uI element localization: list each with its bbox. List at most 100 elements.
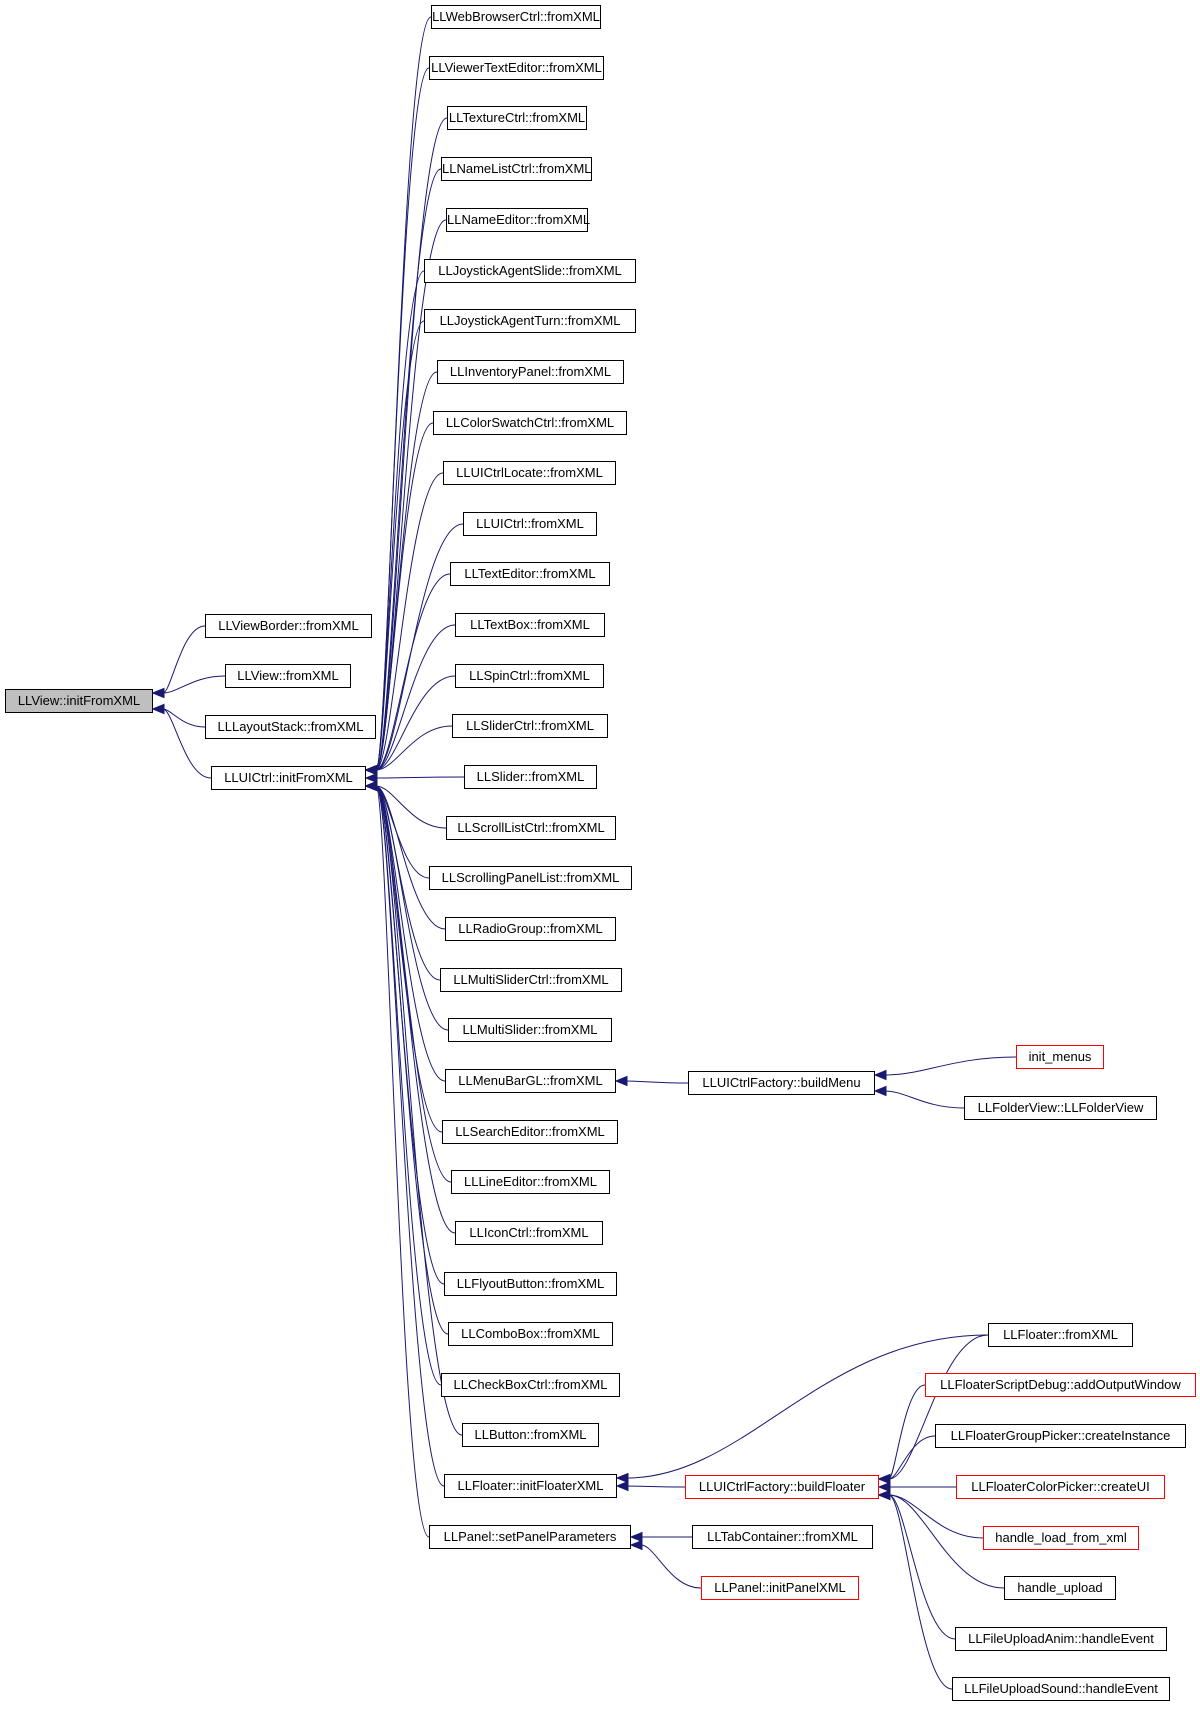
arrowhead (629, 1539, 643, 1551)
node-llfolderview-llfolderview[interactable]: LLFolderView::LLFolderView (964, 1096, 1157, 1120)
node-llbutton-fromxml[interactable]: LLButton::fromXML (462, 1423, 599, 1447)
node-llfileuploadsound-handleevent[interactable]: LLFileUploadSound::handleEvent (952, 1677, 1170, 1701)
arrowhead (873, 1085, 887, 1097)
call-edge (626, 1485, 686, 1488)
node-llspinctrl-fromxml[interactable]: LLSpinCtrl::fromXML (455, 664, 604, 688)
call-edge (375, 785, 447, 829)
node-lltexturectrl-fromxml[interactable]: LLTextureCtrl::fromXML (447, 106, 587, 130)
call-edge (375, 785, 456, 1234)
node-llfloater-initfloaterxml[interactable]: LLFloater::initFloaterXML (444, 1474, 617, 1498)
call-edge (375, 776, 465, 779)
call-edge (888, 1435, 936, 1480)
node-lluictrl-fromxml[interactable]: LLUICtrl::fromXML (463, 512, 597, 536)
call-edge (375, 725, 453, 771)
call-edge (888, 1494, 1005, 1589)
arrowhead (873, 1069, 887, 1081)
node-llmultisliderctrl-fromxml[interactable]: LLMultiSliderCtrl::fromXML (440, 968, 622, 992)
arrowhead (877, 1473, 891, 1485)
arrowhead (614, 1075, 628, 1087)
call-edge (375, 675, 456, 771)
call-edge (375, 573, 451, 771)
node-lluictrllocate-fromxml[interactable]: LLUICtrlLocate::fromXML (443, 461, 616, 485)
call-edge (640, 1544, 702, 1589)
call-edge (375, 523, 464, 771)
arrowhead (151, 703, 165, 715)
call-edge (888, 1494, 956, 1640)
node-llinventorypanel-fromxml[interactable]: LLInventoryPanel::fromXML (437, 360, 624, 384)
node-llpanel-setpanelparameters[interactable]: LLPanel::setPanelParameters (429, 1525, 631, 1549)
call-edge (375, 785, 430, 1538)
node-llscrollingpanellist-fromxml[interactable]: LLScrollingPanelList::fromXML (429, 866, 632, 890)
node-llviewertexteditor-fromxml[interactable]: LLViewerTextEditor::fromXML (429, 56, 604, 80)
call-edge (888, 1494, 953, 1690)
arrowhead (364, 764, 378, 776)
arrowhead (364, 780, 378, 792)
call-edge (162, 625, 206, 694)
node-lljoystickagentslide-fromxml[interactable]: LLJoystickAgentSlide::fromXML (424, 259, 636, 283)
arrowhead (877, 1489, 891, 1501)
call-edge (375, 472, 444, 771)
node-llnameeditor-fromxml[interactable]: LLNameEditor::fromXML (446, 208, 590, 232)
node-llslider-fromxml[interactable]: LLSlider::fromXML (464, 765, 597, 789)
call-edge (375, 785, 449, 1031)
node-llmenubargl-fromxml[interactable]: LLMenuBarGL::fromXML (445, 1069, 616, 1093)
node-lltextbox-fromxml[interactable]: LLTextBox::fromXML (455, 613, 605, 637)
call-edge (375, 422, 434, 771)
call-edge (375, 16, 432, 771)
node-lltabcontainer-fromxml[interactable]: LLTabContainer::fromXML (692, 1525, 873, 1549)
arrowhead (629, 1531, 643, 1543)
call-edge (375, 624, 456, 771)
node-llfloatercolorpicker-createui[interactable]: LLFloaterColorPicker::createUI (956, 1475, 1165, 1499)
node-lluictrl-initfromxml[interactable]: LLUICtrl::initFromXML (211, 766, 366, 790)
node-init-menus[interactable]: init_menus (1016, 1045, 1104, 1069)
node-lliconctrl-fromxml[interactable]: LLIconCtrl::fromXML (455, 1221, 603, 1245)
call-edge (375, 785, 445, 1487)
arrowhead (364, 772, 378, 784)
arrowhead (877, 1481, 891, 1493)
node-lllineeditor-fromxml[interactable]: LLLineEditor::fromXML (451, 1170, 610, 1194)
call-edge (888, 1384, 926, 1480)
call-edge (888, 1334, 989, 1480)
node-handle-upload[interactable]: handle_upload (1004, 1576, 1116, 1600)
node-llflyoutbutton-fromxml[interactable]: LLFlyoutButton::fromXML (444, 1272, 617, 1296)
node-llfloater-fromxml[interactable]: LLFloater::fromXML (988, 1323, 1133, 1347)
node-llcheckboxctrl-fromxml[interactable]: LLCheckBoxCtrl::fromXML (441, 1373, 620, 1397)
node-llnamelistctrl-fromxml[interactable]: LLNameListCtrl::fromXML (441, 157, 592, 181)
call-edge (162, 708, 212, 779)
call-edge (162, 708, 206, 728)
arrowhead (615, 1480, 629, 1492)
node-llscrolllistctrl-fromxml[interactable]: LLScrollListCtrl::fromXML (446, 816, 616, 840)
node-lllayoutstack-fromxml[interactable]: LLLayoutStack::fromXML (205, 715, 376, 739)
call-edge (625, 1080, 689, 1084)
node-llsearcheditor-fromxml[interactable]: LLSearchEditor::fromXML (442, 1120, 618, 1144)
node-llfileuploadanim-handleevent[interactable]: LLFileUploadAnim::handleEvent (955, 1627, 1167, 1651)
node-llmultislider-fromxml[interactable]: LLMultiSlider::fromXML (448, 1018, 612, 1042)
node-llview-fromxml[interactable]: LLView::fromXML (225, 664, 351, 688)
node-llview-initfromxml[interactable]: LLView::initFromXML (5, 689, 153, 713)
node-llcombobox-fromxml[interactable]: LLComboBox::fromXML (448, 1322, 613, 1346)
node-llcolorswatchctrl-fromxml[interactable]: LLColorSwatchCtrl::fromXML (433, 411, 627, 435)
node-handle-load-from-xml[interactable]: handle_load_from_xml (983, 1526, 1139, 1550)
call-edge (626, 1334, 989, 1479)
node-lluictrlfactory-buildfloater[interactable]: LLUICtrlFactory::buildFloater (685, 1475, 879, 1499)
call-edge (375, 785, 463, 1436)
call-edge (375, 785, 449, 1335)
node-llsliderctrl-fromxml[interactable]: LLSliderCtrl::fromXML (452, 714, 608, 738)
node-lljoystickagentturn-fromxml[interactable]: LLJoystickAgentTurn::fromXML (424, 309, 636, 333)
node-llradiogroup-fromxml[interactable]: LLRadioGroup::fromXML (445, 917, 616, 941)
node-llviewborder-fromxml[interactable]: LLViewBorder::fromXML (205, 614, 372, 638)
call-edge (888, 1494, 984, 1539)
node-llfloatergrouppicker-createinstance[interactable]: LLFloaterGroupPicker::createInstance (935, 1424, 1186, 1448)
call-edge (375, 117, 448, 771)
node-llwebbrowserctrl-fromxml[interactable]: LLWebBrowserCtrl::fromXML (431, 5, 601, 29)
call-edge (375, 785, 446, 930)
node-llfloaterscriptdebug-addoutputwindow[interactable]: LLFloaterScriptDebug::addOutputWindow (925, 1373, 1196, 1397)
node-llpanel-initpanelxml[interactable]: LLPanel::initPanelXML (701, 1576, 859, 1600)
node-lluictrlfactory-buildmenu[interactable]: LLUICtrlFactory::buildMenu (688, 1071, 875, 1095)
call-edge (375, 219, 447, 771)
node-lltexteditor-fromxml[interactable]: LLTextEditor::fromXML (450, 562, 610, 586)
arrowhead (615, 1472, 629, 1484)
arrowhead (151, 687, 165, 699)
